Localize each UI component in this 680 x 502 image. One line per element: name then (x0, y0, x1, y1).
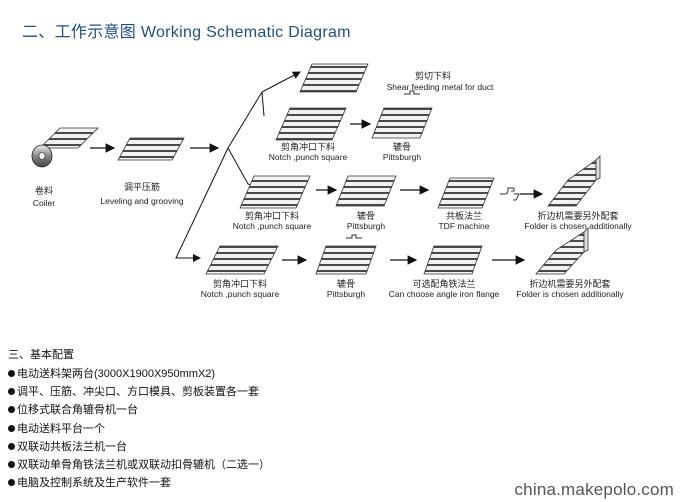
notch2-sheet-icon (239, 175, 311, 209)
pitts2-sheet-icon (335, 175, 397, 207)
list-item: 位移式联合角辘骨机一台 (8, 401, 270, 419)
watermark-text: china.makepolo.com (514, 480, 674, 499)
pitts1-sheet-icon (371, 107, 433, 139)
pitts2-label-en: Pittsburgh (346, 221, 386, 231)
leveling-label-cn: 调平压筋 (123, 182, 161, 192)
bullet-icon (8, 370, 15, 377)
folder1-label-cn: 折边机需要另外配套 (537, 211, 619, 221)
bullet-icon (8, 406, 15, 414)
notch3-label-en: Notch ,punch square (200, 289, 280, 299)
bullet-icon (8, 424, 15, 432)
list-item: 电动送料平台一个 (8, 420, 270, 438)
bullet-icon (8, 460, 15, 468)
folder2-label-cn: 折边机需要另外配套 (529, 279, 611, 289)
pitts3-label-cn: 辘骨 (336, 279, 356, 289)
leveling-label-en: Leveling and grooving (100, 196, 184, 206)
config-item-text: 双联动单骨角铁法兰机或双联动扣骨辘机（二选一） (17, 458, 270, 471)
tdf-sheet-icon (437, 177, 495, 209)
pitts2-label-cn: 辘骨 (356, 211, 376, 221)
coiler-label-cn: 卷料 (34, 186, 54, 196)
list-item: 双联动共板法兰机一台 (8, 438, 270, 456)
config-item-text: 位移式联合角辘骨机一台 (17, 404, 138, 417)
coiler-label-en: Coiler (32, 198, 56, 208)
config-item-text: 电动送料架两台(3000X1900X950mmX2) (17, 368, 216, 380)
angle-sheet-icon (423, 245, 483, 275)
notch3-label-cn: 剪角冲口下料 (212, 279, 268, 289)
notch2-label-en: Notch ,punch square (232, 221, 312, 231)
bullet-icon (8, 442, 15, 450)
shear-sheet-icon (299, 63, 369, 93)
leveling-sheet-icon (117, 137, 185, 161)
config-item-text: 电脑及控制系统及生产软件一套 (17, 477, 171, 490)
notch2-label-cn: 剪角冲口下料 (244, 211, 300, 221)
config-heading: 三、基本配置 (8, 349, 74, 361)
list-item: 电动送料架两台(3000X1900X950mmX2) (8, 365, 270, 383)
config-item-text: 双联动共板法兰机一台 (17, 440, 127, 453)
list-item: 双联动单骨角铁法兰机或双联动扣骨辘机（二选一） (8, 456, 270, 474)
shear-label-cn: 剪切下料 (414, 71, 452, 81)
shear-label-en: Shear feeding metal for duct (386, 82, 494, 92)
bullet-icon (8, 479, 15, 487)
pitts3-sheet-icon (315, 245, 377, 275)
pitts1-label-cn: 辘骨 (392, 142, 412, 152)
folder1-label-en: Folder is chosen additionally (524, 221, 632, 231)
notch1-label-cn: 剪角冲口下料 (280, 142, 336, 152)
angle-label-cn: 可选配角铁法兰 (412, 279, 476, 289)
config-item-text: 电动送料平台一个 (17, 422, 105, 435)
notch1-sheet-icon (275, 107, 347, 141)
bullet-icon (8, 388, 15, 396)
folder1-duct-icon (547, 155, 601, 207)
basic-configuration: 三、基本配置 电动送料架两台(3000X1900X950mmX2) 调平、压筋、… (8, 346, 270, 492)
list-item: 电脑及控制系统及生产软件一套 (8, 474, 270, 492)
coiler-icon (31, 127, 99, 168)
tdf-profile-icon (500, 187, 520, 201)
shear-profile-icon (404, 90, 420, 95)
pitts3-label-en: Pittsburgh (326, 289, 366, 299)
pitts1-label-en: Pittsburgh (382, 152, 422, 162)
angle-label-en: Can choose angle iron flange (388, 289, 500, 299)
schematic-diagram (31, 63, 601, 275)
pitts3-profile-icon (346, 234, 362, 239)
list-item: 调平、压筋、冲尖口、方口模具、剪板装置各一套 (8, 383, 270, 401)
page-title: 二、工作示意图 Working Schematic Diagram (22, 24, 351, 41)
tdf-label-cn: 共板法兰 (445, 211, 483, 221)
folder2-duct-icon (535, 227, 589, 275)
tdf-label-en: TDF machine (438, 221, 490, 231)
folder2-label-en: Folder is chosen additionally (516, 289, 624, 299)
notch3-sheet-icon (205, 245, 279, 275)
branch-lines (175, 71, 301, 262)
config-item-text: 调平、压筋、冲尖口、方口模具、剪板装置各一套 (17, 386, 259, 399)
notch1-label-en: Notch ,punch square (268, 152, 348, 162)
